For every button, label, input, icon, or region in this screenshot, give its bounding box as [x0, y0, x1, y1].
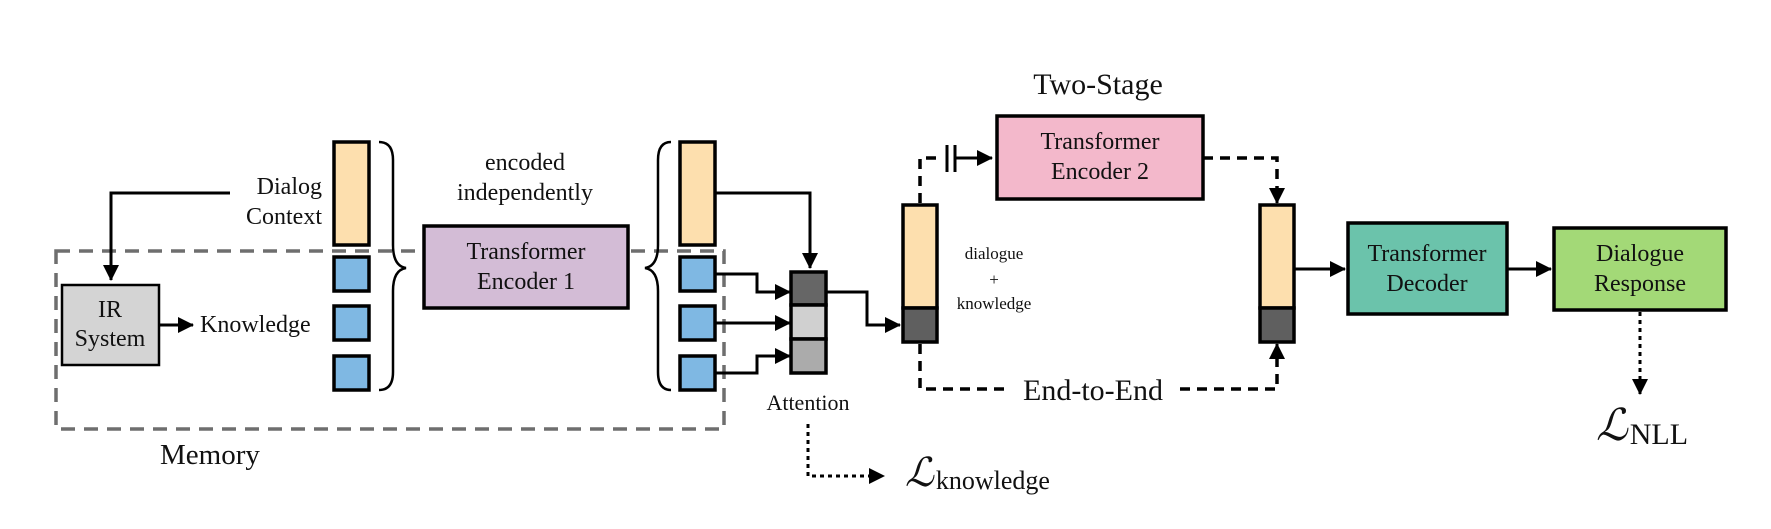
dialog-context-vector-left: [332, 140, 371, 247]
transformer-encoder-2-box: [995, 114, 1205, 201]
dialog-to-ir-arrow: [103, 191, 230, 281]
encoded-label-line2: independently: [457, 180, 593, 206]
memory-label: Memory: [160, 439, 260, 471]
encoder1-label-line1: Transformer: [466, 239, 585, 265]
response-label-line1: Dialogue: [1596, 241, 1684, 267]
dialog-context-vector-right: [678, 140, 717, 247]
knowledge-vector-left-2: [332, 304, 371, 342]
dk-label-line2: +: [989, 270, 999, 289]
encoder1-label-line2: Encoder 1: [477, 269, 575, 295]
encoder2-to-output-arrow: [1203, 156, 1279, 199]
attention-cell-mid: [789, 303, 828, 341]
knowledge-label: Knowledge: [200, 312, 311, 338]
encoder2-label-line2: Encoder 2: [1051, 159, 1149, 185]
knowledge-vector-left-1: [332, 255, 371, 293]
dialog-to-attention-arrow: [715, 191, 818, 269]
memory-region: [54, 249, 726, 431]
knowledge3-to-attention-arrow: [715, 348, 791, 375]
attention-to-loss-arrow: [806, 424, 885, 484]
end-to-end-path-right: [1180, 352, 1279, 391]
two-stage-label: Two-Stage: [1033, 68, 1163, 101]
two-stage-path-up: [918, 156, 940, 203]
decoder-label-line2: Decoder: [1386, 271, 1467, 297]
transformer-encoder-1-box: [422, 224, 630, 310]
attention-cell-bottom: [789, 337, 828, 375]
knowledge-vector-right-1: [678, 255, 717, 293]
end-to-end-label: End-to-End: [1023, 374, 1163, 407]
ir-system-box: [60, 283, 161, 367]
loss-knowledge-label: ℒknowledge: [905, 450, 1050, 495]
encoded-label-line1: encoded: [485, 150, 565, 176]
transformer-decoder-box: [1346, 221, 1509, 316]
knowledge-vector-left-3: [332, 354, 371, 392]
attention-label: Attention: [766, 390, 849, 415]
dialog-context-label-line1: Dialog: [257, 174, 322, 200]
ir-system-label-line1: IR: [98, 297, 122, 323]
knowledge-vector-right-2: [678, 304, 717, 342]
dialogue-response-box: [1552, 226, 1728, 312]
encoder2-label-line1: Transformer: [1040, 129, 1159, 155]
attention-to-combined-arrow: [826, 290, 901, 333]
combined-vector-knowledge: [901, 306, 939, 344]
response-label-line2: Response: [1594, 271, 1686, 297]
attention-cell-top: [789, 270, 828, 307]
combined-vector-dialog: [901, 203, 939, 310]
end-to-end-path-left: [918, 344, 1010, 391]
left-brace: [644, 140, 672, 392]
dialog-context-label-line2: Context: [246, 204, 322, 230]
knowledge-vector-right-3: [678, 354, 717, 392]
output-vector-dialog: [1258, 203, 1296, 310]
dk-label-line1: dialogue: [965, 244, 1024, 263]
knowledge1-to-attention-arrow: [715, 272, 791, 300]
ir-system-label-line2: System: [75, 326, 146, 352]
output-vector-knowledge: [1258, 306, 1296, 344]
dk-label-line3: knowledge: [957, 294, 1032, 313]
right-brace: [378, 140, 407, 392]
decoder-label-line1: Transformer: [1367, 241, 1486, 267]
loss-nll-label: ℒNLL: [1596, 401, 1688, 451]
